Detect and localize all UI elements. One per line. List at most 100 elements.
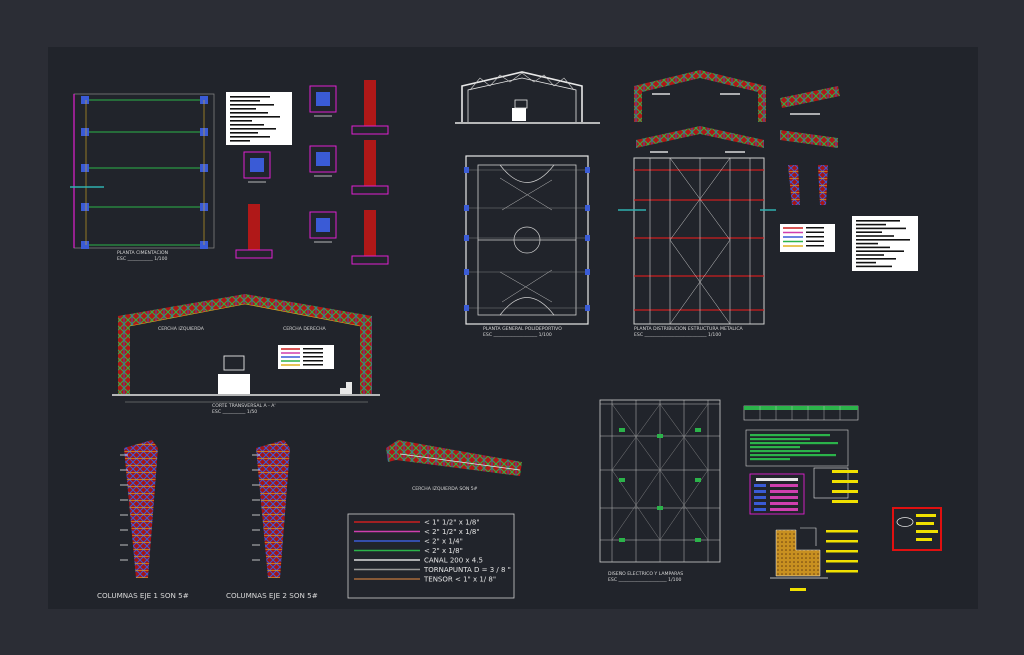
footing-left: [81, 128, 89, 136]
footing-plan: [309, 145, 337, 173]
legend-label: < 2" x 1/4": [424, 538, 463, 546]
circuit-line: [611, 469, 661, 541]
tag: [826, 570, 858, 573]
footing-left: [81, 96, 89, 104]
footing-section: [351, 125, 389, 135]
electrical-plan-title: DISEÑO ELECTRICO Y LAMPARAS: [608, 570, 683, 577]
cell: [754, 496, 766, 499]
tag: [826, 530, 858, 533]
note-line: [856, 231, 882, 233]
note-line: [856, 235, 894, 237]
note-line: [230, 120, 252, 122]
column-right: [585, 167, 590, 173]
column-left: [464, 235, 469, 241]
material-legend: < 1" 1/2" x 1/8"< 2" 1/2" x 1/8" < 2" x 1…: [347, 513, 515, 599]
legend-text: [303, 356, 323, 358]
column-right: [585, 269, 590, 275]
columns-axis-1-title: COLUMNAS EJE 1 SON 5#: [97, 591, 189, 600]
tag: [826, 540, 858, 543]
brace: [669, 239, 731, 325]
cell: [754, 502, 766, 505]
bar-line: [750, 458, 790, 461]
lamp: [657, 434, 663, 438]
structure-notes-block: [852, 216, 918, 271]
column-right: [585, 235, 590, 241]
title-bar: [916, 538, 932, 541]
electrical-plan-scale: ESC _____________________ 1/100: [608, 577, 681, 583]
note-line: [230, 112, 268, 114]
cell: [754, 490, 766, 493]
foundation-plan: PLANTA CIMENTACION ESC ___________ 1/100: [70, 93, 215, 262]
tag: [832, 500, 858, 503]
cell: [770, 508, 798, 511]
cercha-izquierda-label: CERCHA IZQUIERDA: [158, 326, 205, 332]
note-line: [230, 140, 250, 142]
tag: [826, 550, 858, 553]
circuit-line: [659, 403, 709, 471]
sports-court-plan: PLANTA GENERAL POLIDEPORTIVO ESC _______…: [464, 155, 590, 338]
pedestal-section: [364, 140, 376, 186]
footing-section: [351, 185, 389, 195]
legend-label: < 1" 1/2" x 1/8": [424, 519, 480, 527]
column-right: [585, 305, 590, 311]
tag: [826, 560, 858, 563]
note-line: [856, 246, 890, 249]
legend-text: [806, 236, 824, 238]
brace: [669, 157, 731, 241]
cell: [770, 502, 798, 505]
footing-plan: [243, 151, 271, 179]
legend-text: [303, 352, 323, 354]
legend-label: < 2" x 1/8": [424, 547, 463, 555]
note-line: [856, 242, 878, 245]
note-line: [230, 104, 274, 106]
lamp: [695, 538, 701, 542]
court-plan-scale: ESC ___________________ 1/100: [483, 332, 552, 338]
title-bar: [916, 530, 938, 533]
note-line: [230, 108, 256, 110]
roof-elevation-top: [634, 70, 766, 153]
column-axis-2: COLUMNAS EJE 2 SON 5#: [226, 440, 318, 600]
footing-section: [351, 255, 389, 265]
legend-text: [303, 364, 323, 366]
steel-structure-plan: PLANTA DISTRIBUCION ESTRUCTURA METALICA …: [618, 157, 776, 338]
note-line: [856, 227, 906, 230]
title-block-marker: [892, 507, 942, 551]
note-line: [230, 116, 280, 118]
column-left: [464, 167, 469, 173]
legend-label: < 2" 1/2" x 1/8": [424, 528, 480, 536]
column-left: [464, 269, 469, 275]
lamp: [695, 428, 701, 432]
bar-line: [750, 454, 836, 457]
bar-line: [750, 450, 820, 453]
lamp: [619, 538, 625, 542]
cross-section-legend: [278, 345, 334, 369]
column-right: [585, 205, 590, 211]
lamp: [657, 506, 663, 510]
electrical-plan: DISEÑO ELECTRICO Y LAMPARAS ESC ________…: [599, 399, 721, 583]
footing-section: [235, 249, 273, 259]
structure-plan-title: PLANTA DISTRIBUCION ESTRUCTURA METALICA: [634, 326, 744, 332]
note-line: [230, 136, 270, 138]
cell: [754, 508, 766, 511]
wall-detail: [770, 527, 858, 591]
legend-text: [303, 348, 323, 350]
legend-text: [806, 240, 824, 242]
tag: [832, 480, 858, 483]
foundation-plan-scale: ESC ___________ 1/100: [117, 256, 168, 262]
cell: [770, 496, 798, 499]
note-line: [230, 96, 270, 98]
cell: [754, 484, 766, 487]
left-truss-title: CERCHA IZQUIERDA SON 5#: [412, 486, 478, 492]
note-line: [856, 258, 896, 260]
foundation-notes-block: [226, 92, 292, 145]
note-line: [856, 223, 886, 226]
foundation-plan-title: PLANTA CIMENTACION: [117, 250, 168, 256]
tag: [832, 470, 858, 473]
cercha-derecha-label: CERCHA DERECHA: [283, 326, 327, 332]
note-line: [856, 254, 884, 256]
note-line: [230, 124, 264, 126]
note-line: [856, 250, 904, 252]
note-line: [230, 128, 276, 130]
legend-label: CANAL 200 x 4.5: [424, 557, 483, 565]
